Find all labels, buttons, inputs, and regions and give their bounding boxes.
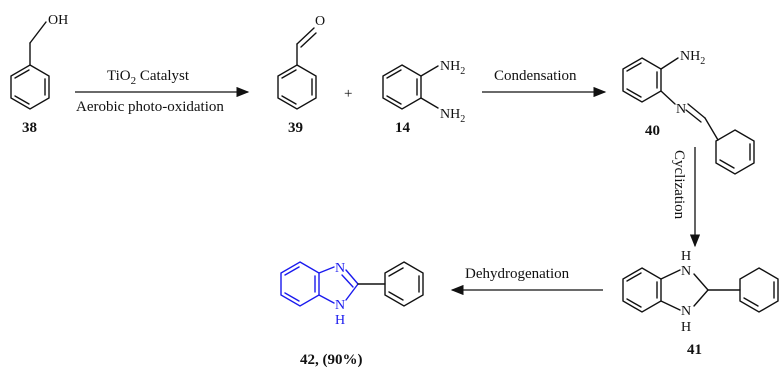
step-dehydrogenation: Dehydrogenation xyxy=(450,266,603,296)
amine-top-label: NH2 xyxy=(440,59,465,77)
cyclization-label: Cyclization xyxy=(671,150,687,220)
step-cyclization: Cyclization xyxy=(671,147,701,248)
nh-bottom-n-label: N xyxy=(681,304,691,319)
plus-sign: + xyxy=(344,86,352,102)
aldehyde-o-label: O xyxy=(315,14,325,29)
compound-14: NH2 NH2 14 xyxy=(382,59,465,136)
benzimidazole-nh-n-label: N xyxy=(335,298,345,313)
step-condensation: Condensation xyxy=(482,68,607,98)
compound-number-40: 40 xyxy=(645,123,660,139)
compound-38: OH 38 xyxy=(10,13,68,136)
oxidation-label: Aerobic photo-oxidation xyxy=(76,99,224,115)
benzimidazole-n-label: N xyxy=(335,261,345,276)
imine-amine-label: NH2 xyxy=(680,49,705,67)
compound-40: NH2 N 40 xyxy=(622,49,755,175)
nh-top-h-label: H xyxy=(681,249,691,264)
amine-bottom-label: NH2 xyxy=(440,107,465,125)
nh-bottom-h-label: H xyxy=(681,320,691,335)
step-oxidation: TiO2 Catalyst Aerobic photo-oxidation xyxy=(75,68,250,115)
compound-41: H N N H 41 xyxy=(622,249,779,358)
compound-number-39: 39 xyxy=(288,120,303,136)
compound-number-42: 42, (90%) xyxy=(300,352,363,368)
compound-42: N N H 42, (90%) xyxy=(280,261,424,368)
imine-n-label: N xyxy=(676,102,686,117)
compound-39: O 39 xyxy=(277,14,325,136)
compound-number-14: 14 xyxy=(395,120,411,136)
compound-number-41: 41 xyxy=(687,342,702,358)
dehydrogenation-label: Dehydrogenation xyxy=(465,266,570,282)
catalyst-label: TiO2 Catalyst xyxy=(107,68,190,87)
nh-top-n-label: N xyxy=(681,264,691,279)
oh-label: OH xyxy=(48,13,68,28)
benzimidazole-nh-h-label: H xyxy=(335,313,345,328)
compound-number-38: 38 xyxy=(22,120,37,136)
condensation-label: Condensation xyxy=(494,68,577,84)
